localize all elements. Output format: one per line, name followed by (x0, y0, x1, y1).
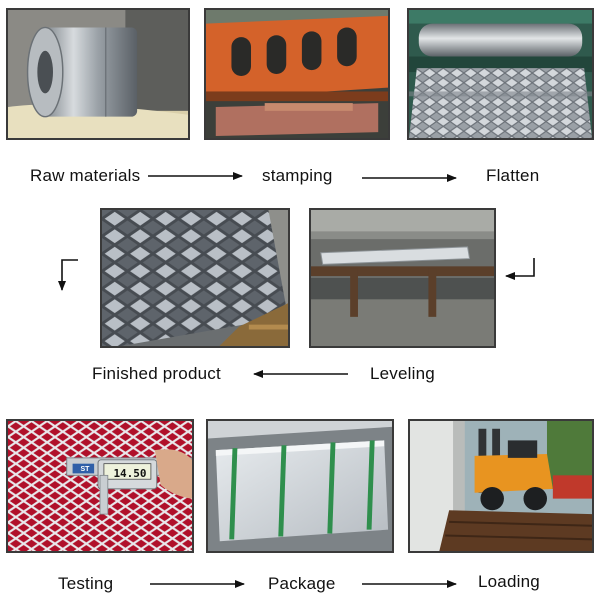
label-stamping: stamping (262, 166, 333, 185)
testing-photo: 14.50 ST (6, 419, 194, 553)
arrow-right-icon (362, 580, 457, 588)
label-leveling: Leveling (370, 364, 435, 383)
finished-product-photo (100, 208, 290, 348)
leveling-photo (309, 208, 496, 348)
label-flatten: Flatten (486, 166, 540, 185)
label-finished-product: Finished product (92, 364, 221, 383)
arrow-down-right-icon (505, 258, 535, 280)
stamping-photo (204, 8, 390, 140)
loading-photo (408, 419, 594, 553)
arrow-left-icon (253, 370, 348, 378)
arrow-right-icon (150, 580, 245, 588)
caliper-display: 14.50 (113, 467, 147, 480)
flatten-photo (407, 8, 594, 140)
package-photo (206, 419, 394, 553)
caliper-unit-tag: ST (80, 466, 90, 473)
arrow-right-icon (148, 172, 243, 180)
label-loading: Loading (478, 572, 540, 591)
label-raw-materials: Raw materials (30, 166, 141, 185)
label-testing: Testing (58, 574, 114, 593)
raw-materials-photo (6, 8, 190, 140)
label-package: Package (268, 574, 336, 593)
arrow-right-icon (362, 174, 457, 182)
arrow-down-left-icon (58, 259, 78, 291)
